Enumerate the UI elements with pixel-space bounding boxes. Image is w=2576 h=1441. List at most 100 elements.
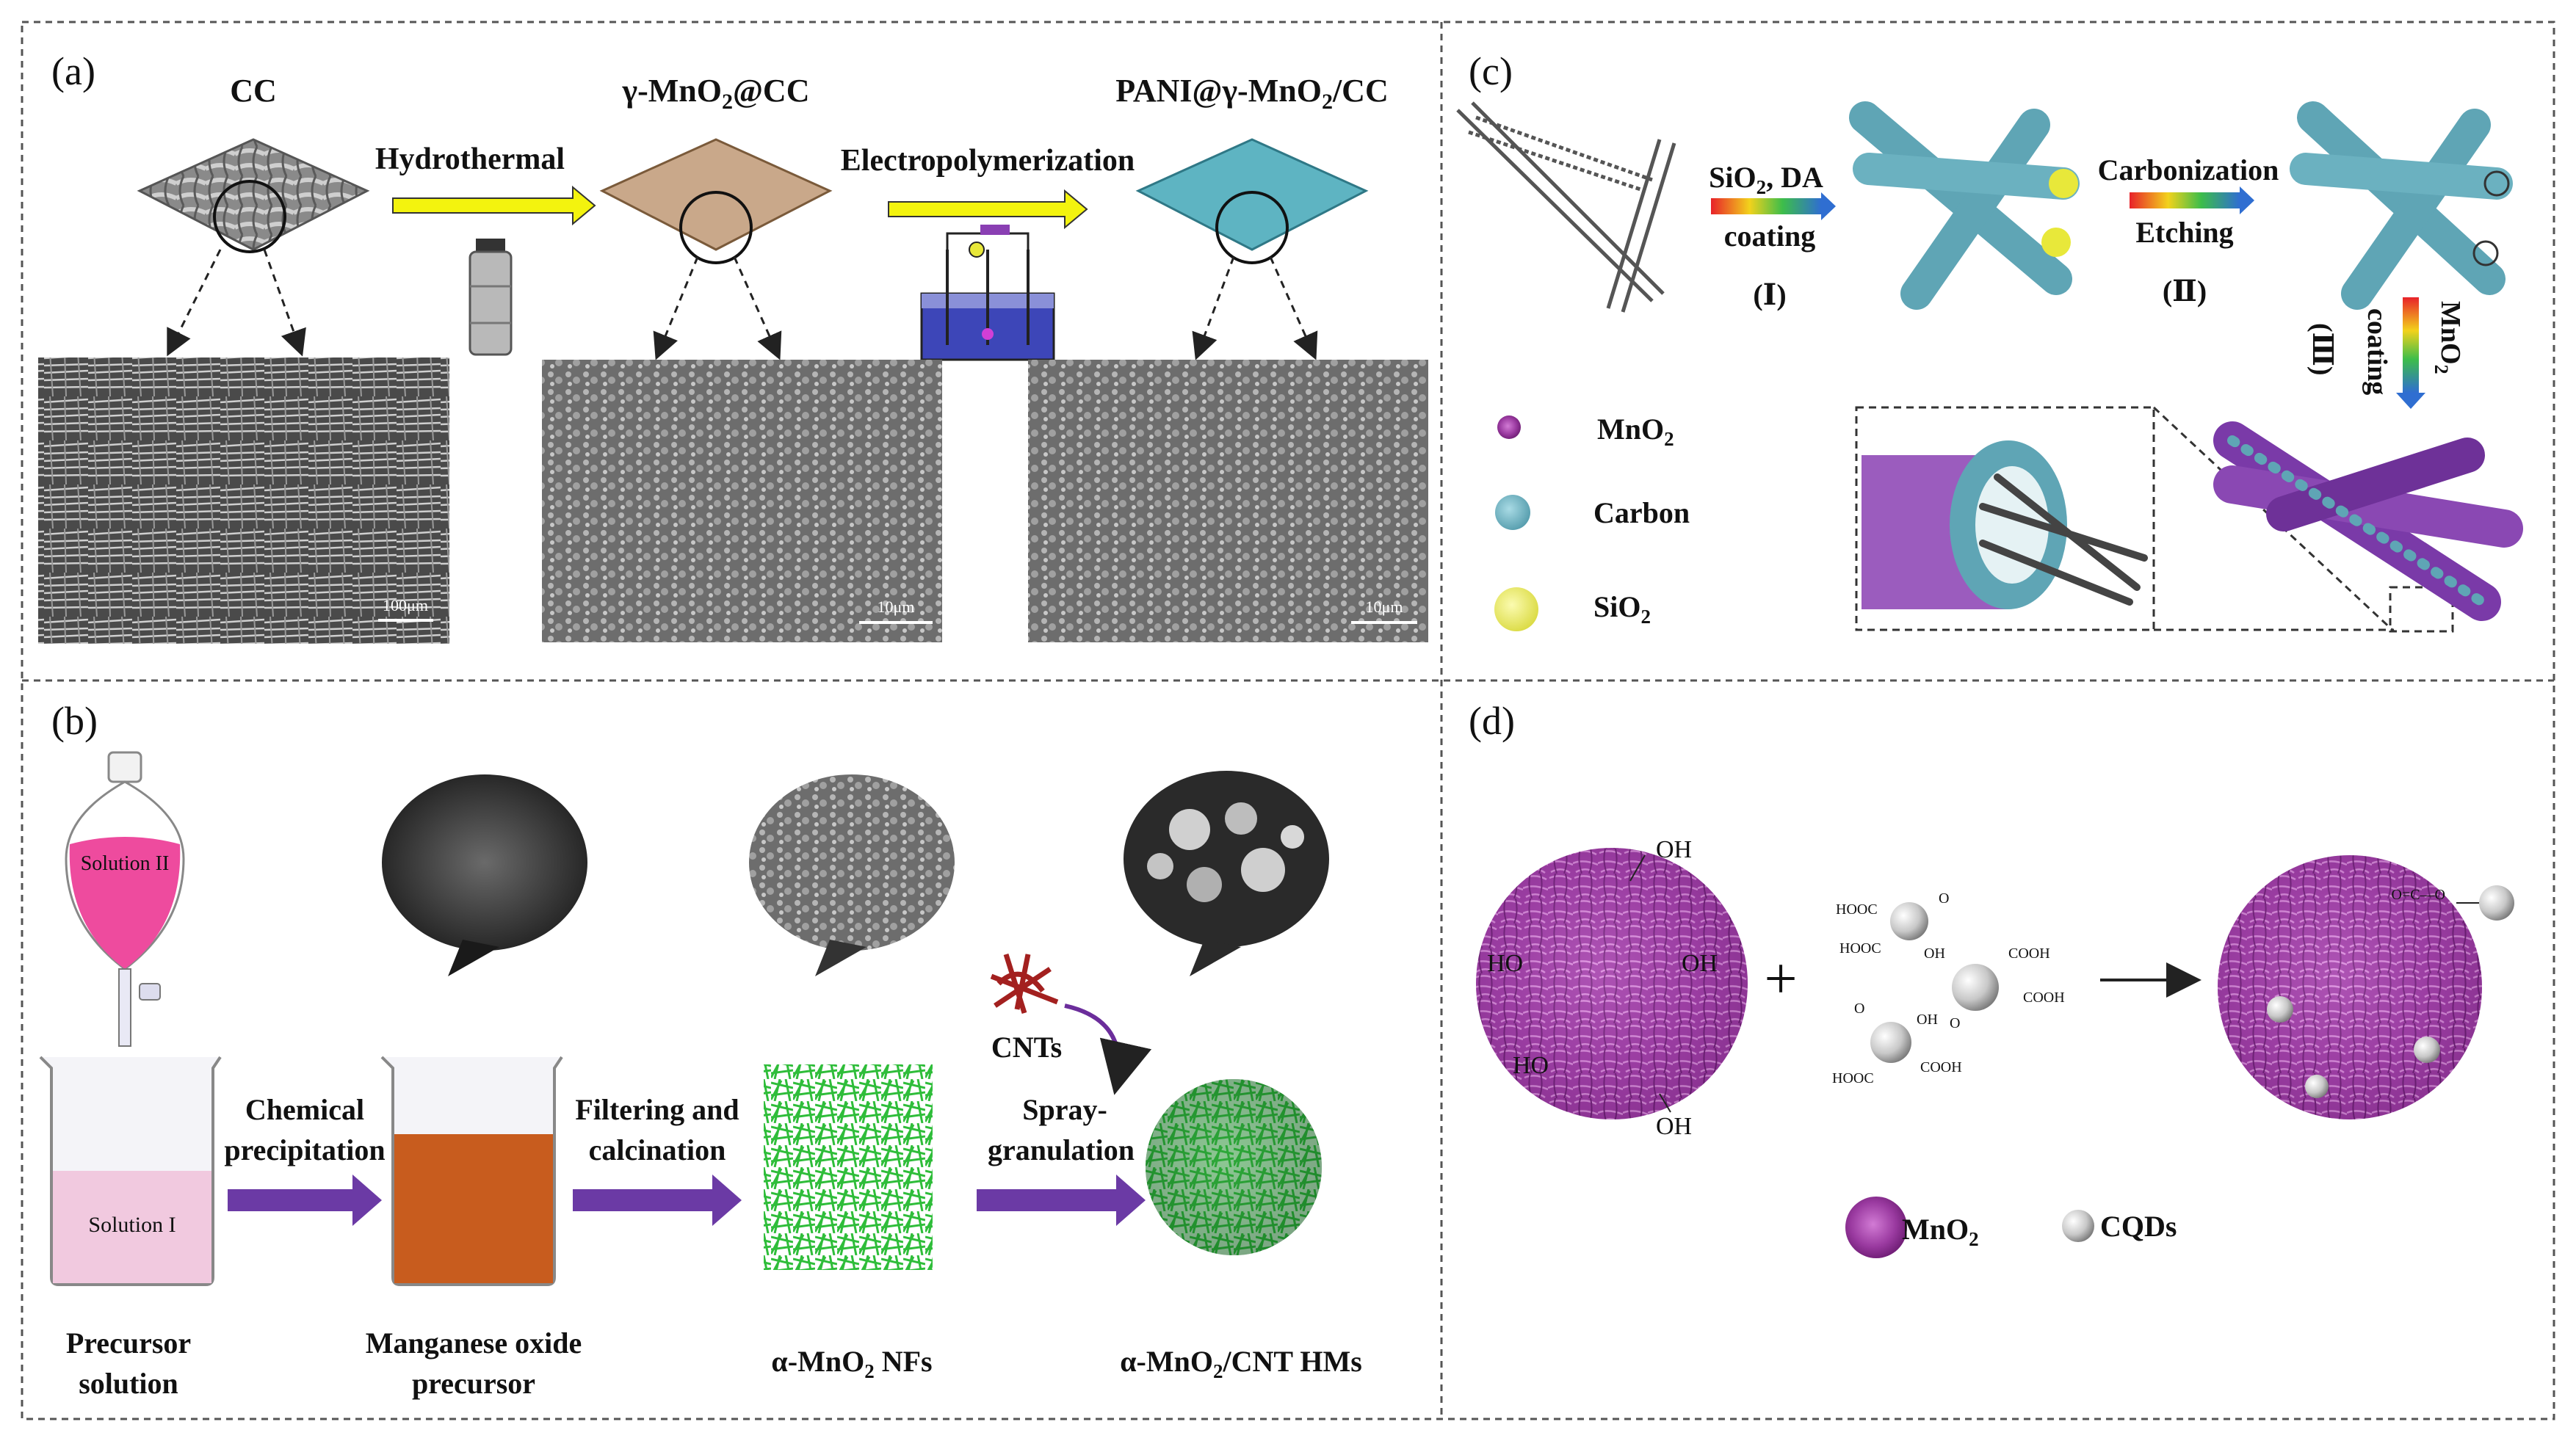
cnt-core-detail <box>1979 473 2148 606</box>
svg-text:OH: OH <box>1656 836 1692 863</box>
panel-d: (d) OH HO OH HO OH + HOOC HOOC OH COOH C… <box>1469 699 2514 1258</box>
beaker-solution-i-icon <box>39 1056 222 1286</box>
coating-arrow <box>1711 198 1821 214</box>
c-step1-line2: coating <box>1724 219 1815 253</box>
caption-precursor-line1: Precursor <box>66 1326 191 1360</box>
stage-mno2-cc-label: γ-MnO2@CC <box>622 73 810 114</box>
coated-tube-bundle <box>1849 101 2080 310</box>
svg-text:OH: OH <box>1924 945 1945 962</box>
c-step3-roman: (Ⅲ) <box>2307 323 2337 376</box>
svg-text:HO: HO <box>1487 950 1523 977</box>
panel-a: (a) CC γ-MnO2@CC PANI@γ-MnO2/CC Hydrothe… <box>38 49 1428 644</box>
hydroxyl-labels: OH HO OH HO OH <box>1487 836 1718 1140</box>
legend-d-cqd-label: CQDs <box>2100 1210 2177 1243</box>
legend-mno2-swatch <box>1497 415 1521 439</box>
electrochemical-cell-icon <box>920 225 1055 361</box>
cnt-curved-arrow <box>1064 1003 1152 1095</box>
panel-c: (c) SiO2, DA coating (Ⅰ) Carboniz <box>1456 49 2523 633</box>
legend-carbon-label: Carbon <box>1593 496 1690 529</box>
step1-line1: Chemical <box>245 1093 364 1126</box>
step2-line1: Filtering and <box>575 1093 739 1126</box>
carbon-cloth-swatch <box>137 138 370 251</box>
zoom-circle-3 <box>1215 191 1289 264</box>
stage-cc-label: CC <box>230 73 277 109</box>
mno2-cloth-swatch <box>599 138 833 251</box>
sem-bubble-precursor <box>382 774 587 976</box>
c-step3-line2: coating <box>2362 308 2392 395</box>
sem-bubble-nanofibers <box>749 774 955 976</box>
svg-text:HOOC: HOOC <box>1839 940 1881 957</box>
legend-mno2-label: MnO2 <box>1597 413 1674 450</box>
scale-bars: 100μm 10μm 10μm <box>378 596 1417 624</box>
autoclave-icon <box>468 239 513 356</box>
electropolymerization-label: Electropolymerization <box>841 144 1135 178</box>
beaker-precursor-icon <box>380 1056 563 1286</box>
zoom-circle-2 <box>679 191 753 264</box>
legend-cqd-swatch <box>2062 1210 2094 1242</box>
separatory-funnel-icon <box>65 751 185 1047</box>
step3-line1: Spray- <box>1022 1093 1107 1126</box>
panel-a-letter: (a) <box>51 49 95 93</box>
panel-frames <box>21 21 2555 1420</box>
attached-cqd <box>2479 885 2514 921</box>
legend-d-mno2-label: MnO2 <box>1902 1213 1979 1250</box>
sio2-end-1 <box>2041 228 2071 257</box>
svg-text:10μm: 10μm <box>1366 598 1403 616</box>
c-step2-line2: Etching <box>2135 216 2233 249</box>
legend-sio2-swatch <box>1494 587 1538 631</box>
svg-text:COOH: COOH <box>2023 990 2065 1006</box>
etched-tube-bundle <box>2290 101 2513 310</box>
svg-text:O: O <box>1939 890 1949 907</box>
sio2-end-2 <box>2049 169 2078 198</box>
svg-text:HOOC: HOOC <box>1836 901 1878 918</box>
c-step2-line1: Carbonization <box>2098 153 2279 186</box>
hollow-end <box>2483 170 2510 197</box>
plus-sign: + <box>1764 947 1797 1012</box>
svg-text:HOOC: HOOC <box>1832 1070 1874 1086</box>
step3-line2: granulation <box>988 1133 1135 1166</box>
ester-label: O=C—O <box>2391 887 2445 903</box>
mno2-nanofiber-network <box>764 1064 933 1270</box>
calcination-arrow <box>573 1175 742 1226</box>
legend-sio2-label: SiO2 <box>1593 590 1651 628</box>
step2-line2: calcination <box>589 1133 726 1166</box>
caption-nfs: α-MnO2 NFs <box>771 1345 932 1382</box>
svg-text:OH: OH <box>1917 1012 1938 1028</box>
stage-pani-label: PANI@γ-MnO2/CC <box>1115 73 1388 114</box>
legend-mno2-flower-swatch <box>1845 1197 1907 1258</box>
mno2-coating-arrow <box>2403 297 2419 393</box>
bare-cnt-icon <box>1456 101 1676 313</box>
panel-b-letter: (b) <box>51 699 98 743</box>
precipitation-arrow <box>228 1175 382 1226</box>
svg-text:HO: HO <box>1513 1052 1549 1079</box>
solution-i-label: Solution I <box>88 1213 176 1237</box>
svg-text:OH: OH <box>1682 950 1718 977</box>
step1-line2: precipitation <box>224 1133 385 1166</box>
panel-b: (b) Solution II Solution I <box>39 699 1362 1400</box>
sem-image-cc <box>38 357 449 644</box>
c-step1-line1: SiO2, DA <box>1709 161 1823 198</box>
svg-text:100μm: 100μm <box>383 596 428 614</box>
caption-hms: α-MnO2/CNT HMs <box>1120 1345 1362 1382</box>
svg-text:O: O <box>1854 1001 1864 1017</box>
pani-cloth-swatch <box>1135 138 1369 251</box>
mno2-coated-tube-bundle <box>2213 421 2523 621</box>
hollow-end-2 <box>2472 240 2499 266</box>
caption-manganese-line2: precursor <box>412 1367 535 1400</box>
electropolymerization-arrow <box>888 189 1088 230</box>
hydrothermal-arrow <box>392 185 596 226</box>
granulation-arrow <box>977 1175 1146 1226</box>
sem-bubble-microspheres <box>1124 771 1329 976</box>
panel-d-letter: (d) <box>1469 699 1515 743</box>
zoom-source-box <box>2389 586 2454 633</box>
svg-text:COOH: COOH <box>2008 945 2050 962</box>
c-step3-line1: MnO2 <box>2431 301 2466 374</box>
svg-text:OH: OH <box>1656 1113 1692 1140</box>
panel-c-letter: (c) <box>1469 49 1513 93</box>
sem-image-mno2 <box>542 360 942 642</box>
c-step1-roman: (Ⅰ) <box>1753 278 1786 311</box>
zoom-lines <box>167 249 1318 360</box>
legend-carbon-swatch <box>1495 495 1530 530</box>
cnt-tangle-icon <box>990 953 1059 1014</box>
